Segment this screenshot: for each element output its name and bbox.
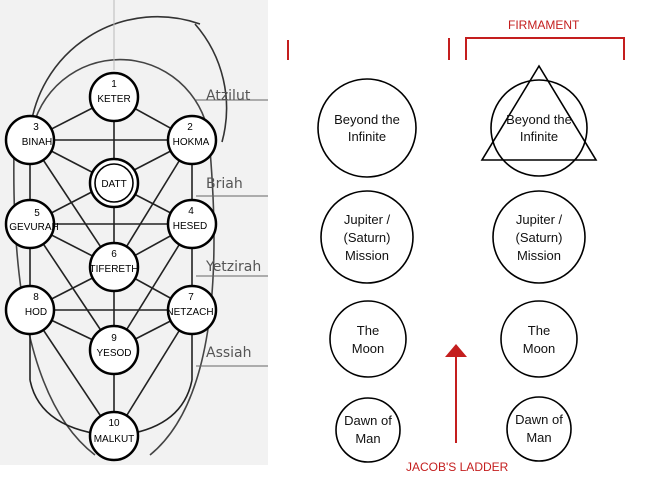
stage-beyond-the-infinite: Beyond the Infinite bbox=[317, 78, 417, 178]
sefirah-netzach: 7 NETZACH bbox=[166, 284, 218, 336]
stage-the-moon: The Moon bbox=[329, 300, 407, 378]
sefirah-yesod: 9 YESOD bbox=[88, 324, 140, 376]
sefirah-circle bbox=[88, 71, 140, 123]
sefirah-circle bbox=[166, 114, 218, 166]
sefirah-number: 9 bbox=[111, 333, 117, 344]
sefirah-hokma: 2 HOKMA bbox=[166, 114, 218, 166]
sefirah-number: 3 bbox=[33, 122, 39, 133]
stage-beyond-the-infinite: Beyond the Infinite bbox=[480, 64, 598, 177]
firmament-label: FIRMAMENT bbox=[508, 18, 580, 32]
sefirah-malkut: 10 MALKUT bbox=[88, 410, 140, 462]
sefirah-circle bbox=[88, 241, 140, 293]
stage-dawn-of-man: Dawn of Man bbox=[335, 397, 401, 463]
stage-label-line: Dawn of bbox=[344, 413, 392, 428]
stage-label-line: Jupiter / bbox=[516, 212, 563, 227]
sefirah-name: DATT bbox=[101, 179, 126, 190]
sefirah-hesed: 4 HESED bbox=[166, 198, 218, 250]
stage-label-line: Mission bbox=[345, 248, 389, 263]
stage-label-line: Man bbox=[355, 431, 380, 446]
stage-circle bbox=[500, 300, 578, 378]
sefirah-circle bbox=[88, 410, 140, 462]
sefirah-keter: 1 KETER bbox=[88, 71, 140, 123]
sefirah-binah: 3 BINAH bbox=[4, 114, 56, 166]
sefirah-number: 7 bbox=[188, 292, 194, 303]
stage-label-line: Infinite bbox=[520, 129, 558, 144]
stage-label-line: (Saturn) bbox=[344, 230, 391, 245]
sefirah-name: GEVURAH bbox=[9, 222, 58, 233]
stage-label-line: Mission bbox=[517, 248, 561, 263]
stage-circle bbox=[317, 78, 417, 178]
stage-circle bbox=[320, 190, 414, 284]
stage-the-moon: The Moon bbox=[500, 300, 578, 378]
sefirah-name: KETER bbox=[97, 94, 130, 105]
sefirah-name: NETZACH bbox=[166, 307, 213, 318]
sefirah-number: 4 bbox=[188, 206, 194, 217]
stage-circle bbox=[335, 397, 401, 463]
firmament-bracket bbox=[465, 37, 625, 60]
sefirah-name: MALKUT bbox=[94, 434, 135, 445]
stage-label-line: Beyond the bbox=[506, 112, 572, 127]
sefirah-number: 8 bbox=[33, 292, 39, 303]
sefirah-circle-inner bbox=[94, 163, 134, 203]
stage-circle bbox=[490, 79, 588, 177]
stage-label-line: Beyond the bbox=[334, 112, 400, 127]
sefirah-gevurah: 5 GEVURAH bbox=[4, 198, 59, 250]
arrow-head bbox=[445, 344, 467, 357]
stage-label-line: The bbox=[528, 323, 550, 338]
sefirah-tifereth: 6 TIFERETH bbox=[88, 241, 140, 293]
sefirah-name: TIFERETH bbox=[90, 264, 139, 275]
ladder-right-column: Beyond the Infinite Jupiter / (Saturn) M… bbox=[480, 64, 598, 462]
sefirah-datt: DATT bbox=[88, 157, 140, 209]
sefirah-number: 5 bbox=[34, 208, 40, 219]
stage-circle bbox=[506, 396, 572, 462]
world-labels: Atzilut Briah Yetzirah Assiah bbox=[205, 88, 261, 361]
stage-label-line: Infinite bbox=[348, 129, 386, 144]
world-separators bbox=[196, 99, 268, 367]
sefirah-number: 2 bbox=[187, 122, 193, 133]
stage-jupiter-mission: Jupiter / (Saturn) Mission bbox=[492, 190, 586, 284]
sefirah-circle bbox=[166, 284, 218, 336]
ladder-left-column: Beyond the Infinite Jupiter / (Saturn) M… bbox=[287, 38, 450, 463]
jacobs-ladder-arrow bbox=[445, 344, 467, 443]
sefirah-number: 10 bbox=[108, 418, 120, 429]
jacobs-ladder-label: JACOB'S LADDER bbox=[406, 460, 509, 474]
stage-label-line: (Saturn) bbox=[516, 230, 563, 245]
world-label-atzilut: Atzilut bbox=[206, 88, 251, 104]
stage-label-line: Man bbox=[526, 430, 551, 445]
sefirah-name: HOKMA bbox=[173, 137, 210, 148]
stage-dawn-of-man: Dawn of Man bbox=[506, 396, 572, 462]
stage-label-line: Moon bbox=[352, 341, 385, 356]
triangle-icon bbox=[480, 64, 598, 161]
sefirah-circle bbox=[166, 198, 218, 250]
stage-jupiter-mission: Jupiter / (Saturn) Mission bbox=[320, 190, 414, 284]
stage-label-line: Moon bbox=[523, 341, 556, 356]
sefirah-number: 6 bbox=[111, 249, 117, 260]
sefirah-number: 1 bbox=[111, 79, 117, 90]
sefirah-name: HESED bbox=[173, 221, 207, 232]
stage-label-line: Dawn of bbox=[515, 412, 563, 427]
world-label-assiah: Assiah bbox=[206, 345, 252, 361]
sefirah-circle bbox=[4, 284, 56, 336]
stage-label-line: The bbox=[357, 323, 379, 338]
world-label-briah: Briah bbox=[206, 176, 243, 192]
sefirah-name: BINAH bbox=[22, 137, 53, 148]
stage-label-line: Jupiter / bbox=[344, 212, 391, 227]
sefirah-hod: 8 HOD bbox=[4, 284, 56, 336]
stage-circle bbox=[492, 190, 586, 284]
stage-circle bbox=[329, 300, 407, 378]
tree-of-life: Atzilut Briah Yetzirah Assiah 1 KETER 3 … bbox=[0, 0, 268, 465]
sefirah-circle bbox=[4, 114, 56, 166]
sefirah-name: HOD bbox=[25, 307, 47, 318]
sefirah-name: YESOD bbox=[96, 348, 131, 359]
sefirah-circle bbox=[88, 324, 140, 376]
world-label-yetzirah: Yetzirah bbox=[205, 259, 261, 275]
sefirah-circle bbox=[4, 198, 56, 250]
